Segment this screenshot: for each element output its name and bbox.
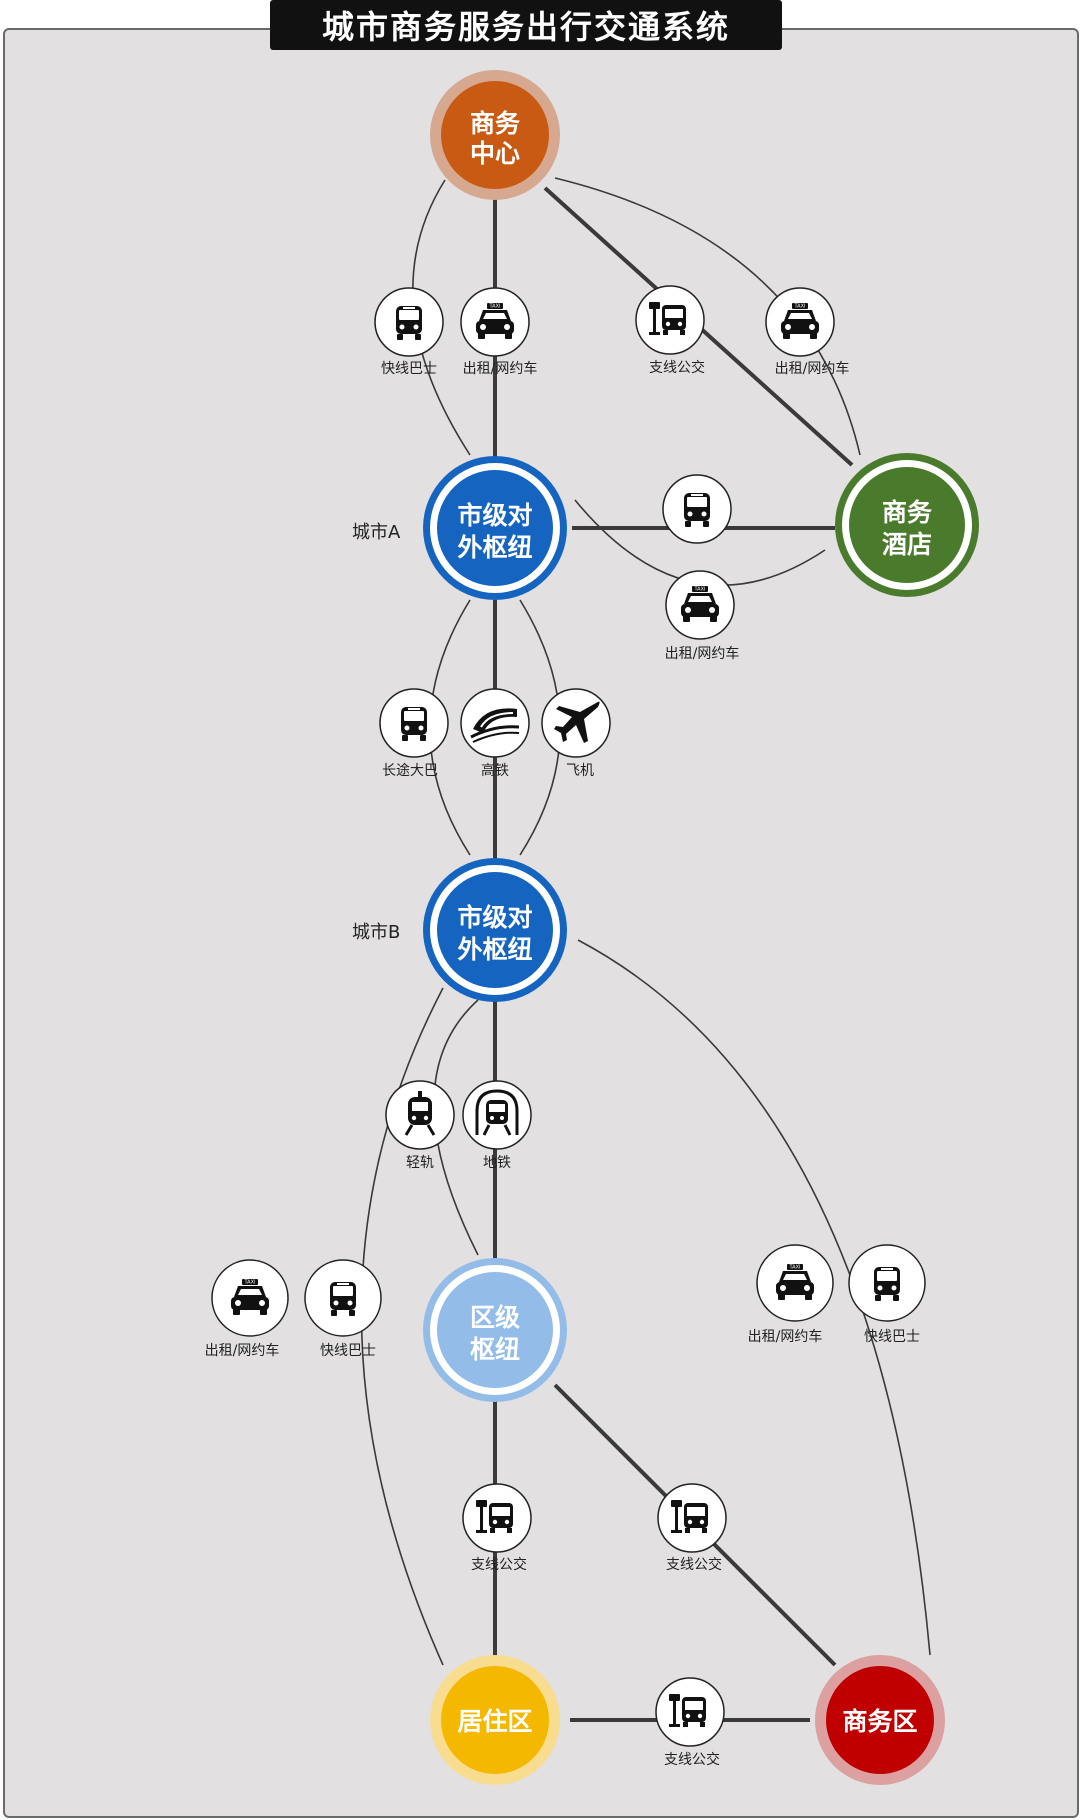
connection-center-hotel-arc: [554, 177, 861, 456]
mode-label: 出租/网约车: [463, 360, 538, 377]
bus-stop-icon: [669, 1694, 706, 1727]
node-hotel: 商务 酒店: [835, 453, 979, 597]
city-b-label: 城市B: [352, 922, 400, 943]
node-business-center-core: [441, 81, 549, 189]
mode-taxi-hubB-residential: 出租/网约车: [205, 1259, 289, 1359]
connection-hubB-business-district: [577, 939, 931, 1656]
node-business-district-label: 商务区: [842, 1707, 917, 1736]
mode-label: 地铁: [483, 1155, 511, 1171]
node-hub-b-core: [437, 872, 553, 988]
mode-label: 支线公交: [666, 1556, 722, 1573]
node-hotel-core: [849, 467, 965, 583]
mode-taxi-center: 出租/网约车: [460, 287, 538, 377]
diagram-title: 城市商务服务出行交通系统: [321, 8, 730, 46]
mode-label: 出租/网约车: [665, 645, 740, 662]
mode-feeder-bus-district-residential: 支线公交: [462, 1483, 532, 1573]
mode-taxi-hubB-business-district: 出租/网约车: [748, 1244, 834, 1345]
node-district-hub-line1: 区级: [470, 1303, 520, 1332]
bus-stop-icon: [476, 1500, 513, 1533]
mode-feeder-bus-district-business: 支线公交: [657, 1483, 727, 1573]
node-hub-a-line2: 外枢纽: [457, 533, 532, 562]
mode-taxi-center-hotel: 出租/网约车: [765, 287, 850, 377]
mode-subway: 地铁: [462, 1080, 532, 1171]
mode-badge-circle: [460, 688, 530, 758]
mode-label: 出租/网约车: [775, 360, 850, 377]
node-district-hub: 区级 枢纽: [423, 1258, 567, 1402]
node-business-center: 商务 中心: [430, 70, 560, 200]
node-district-hub-core: [437, 1272, 553, 1388]
node-district-hub-line2: 枢纽: [470, 1335, 520, 1364]
mode-express-bus-hubB-business-district: 快线巴士: [848, 1244, 926, 1345]
mode-label: 支线公交: [649, 359, 705, 376]
node-hub-a-line1: 市级对: [457, 501, 532, 530]
node-hotel-line1: 商务: [882, 498, 932, 527]
mode-label: 快线巴士: [864, 1329, 920, 1345]
node-hub-b-line2: 外枢纽: [457, 935, 532, 964]
node-business-center-line2: 中心: [470, 139, 520, 168]
mode-label: 支线公交: [664, 1751, 720, 1768]
city-a-label: 城市A: [352, 522, 401, 543]
title-bar: 城市商务服务出行交通系统: [270, 0, 782, 50]
bus-stop-icon: [671, 1500, 708, 1533]
mode-label: 飞机: [566, 763, 594, 779]
mode-label: 轻轨: [406, 1155, 434, 1171]
node-residential-core: [441, 1666, 549, 1774]
node-hub-b: 市级对 外枢纽: [423, 858, 567, 1002]
node-residential-label: 居住区: [457, 1707, 532, 1736]
mode-label: 出租/网约车: [205, 1342, 280, 1359]
mode-label: 长途大巴: [382, 762, 438, 779]
mode-express-bus-center: 快线巴士: [374, 287, 444, 377]
mode-label: 快线巴士: [320, 1343, 376, 1359]
node-hub-b-line1: 市级对: [457, 903, 532, 932]
mode-bus-hubA-hotel: [662, 474, 732, 544]
mode-long-distance-bus: 长途大巴: [379, 688, 449, 779]
node-hotel-line2: 酒店: [882, 530, 932, 559]
mode-label: 支线公交: [471, 1556, 527, 1573]
mode-airplane: 飞机: [541, 688, 611, 779]
mode-label: 高铁: [481, 762, 509, 779]
mode-express-bus-hubB-residential: 快线巴士: [304, 1259, 382, 1359]
node-hub-a-core: [437, 470, 553, 586]
node-business-district: 商务区: [815, 1655, 945, 1785]
node-residential: 居住区: [430, 1655, 560, 1785]
node-business-district-core: [826, 1666, 934, 1774]
mode-feeder-bus-center-hotel: 支线公交: [635, 285, 705, 376]
node-hub-a: 市级对 外枢纽: [423, 456, 567, 600]
mode-label: 出租/网约车: [748, 1328, 823, 1345]
mode-taxi-hubA-hotel: 出租/网约车: [665, 570, 740, 662]
mode-label: 快线巴士: [381, 361, 437, 377]
mode-feeder-bus-residential-business: 支线公交: [655, 1677, 725, 1768]
mode-light-rail: 轻轨: [385, 1080, 455, 1171]
mode-high-speed-rail: 高铁: [460, 688, 530, 779]
bus-stop-icon: [649, 302, 686, 335]
node-business-center-line1: 商务: [470, 109, 520, 138]
